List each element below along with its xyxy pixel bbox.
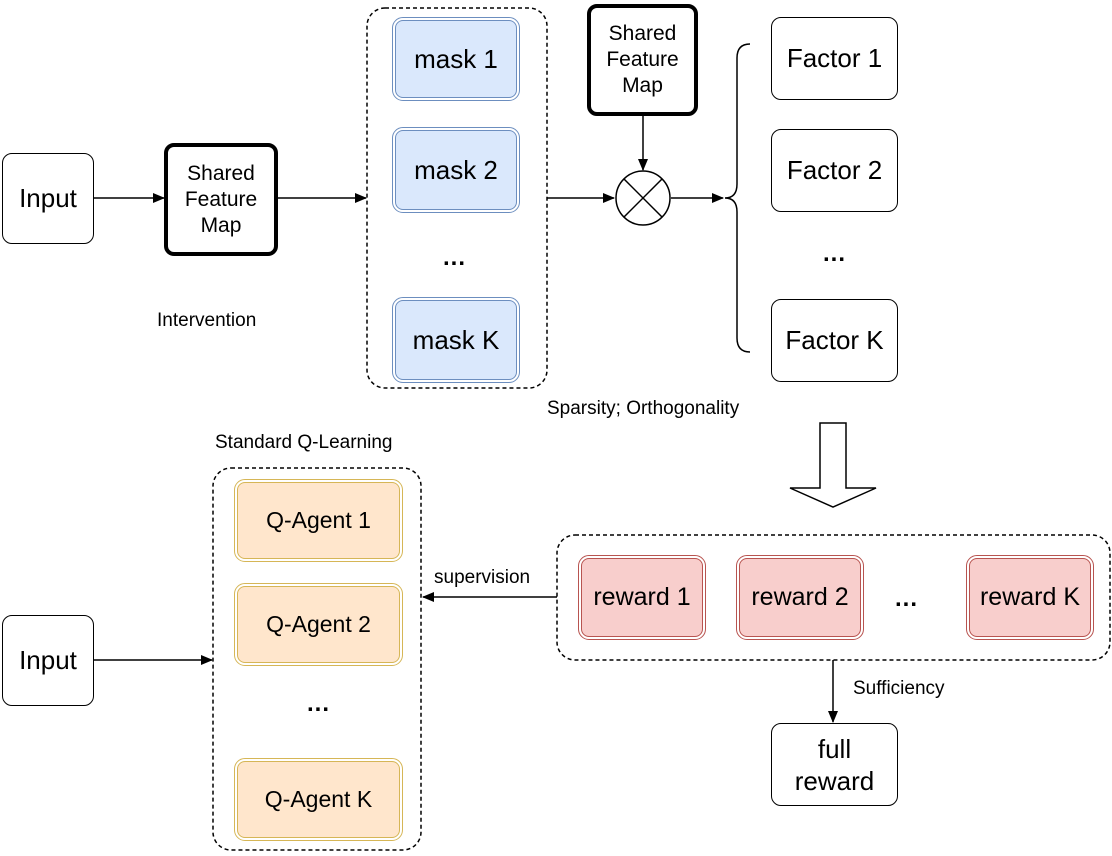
- q-agent-node-2: Q-Agent 2: [234, 583, 403, 666]
- factor-ellipsis: ...: [823, 240, 847, 267]
- factor-node-2: Factor 2: [771, 129, 898, 212]
- sufficiency-label: Sufficiency: [853, 678, 945, 699]
- big-down-arrow: [789, 422, 877, 508]
- factor-node-1: Factor 1: [771, 17, 898, 100]
- shared-feature-map-node: Shared Feature Map: [164, 143, 278, 256]
- input-node-top: Input: [2, 153, 94, 244]
- factor-brace: [724, 43, 751, 353]
- shared-feature-map-node-2: Shared Feature Map: [587, 4, 698, 116]
- full-reward-node: full reward: [771, 723, 898, 806]
- input-node-bottom: Input: [2, 615, 94, 706]
- reward-node-2: reward 2: [736, 555, 864, 640]
- intervention-label: Intervention: [157, 310, 257, 331]
- factor-node-k: Factor K: [771, 299, 898, 382]
- q-agent-node-k: Q-Agent K: [234, 758, 403, 841]
- sparsity-orthogonality-label: Sparsity; Orthogonality: [547, 398, 740, 419]
- standard-q-learning-label: Standard Q-Learning: [215, 432, 393, 453]
- supervision-label: supervision: [434, 567, 531, 588]
- q-agent-node-1: Q-Agent 1: [234, 479, 403, 562]
- mask-node-1: mask 1: [392, 17, 520, 101]
- mask-node-k: mask K: [392, 297, 520, 383]
- reward-ellipsis: ...: [895, 585, 919, 612]
- multiply-icon: [615, 170, 671, 226]
- mask-ellipsis: ...: [443, 244, 467, 271]
- mask-node-2: mask 2: [392, 127, 520, 213]
- q-agent-ellipsis: ...: [307, 690, 331, 717]
- reward-node-1: reward 1: [578, 555, 706, 640]
- q-agent-group-container: [212, 467, 422, 851]
- reward-node-k: reward K: [966, 555, 1094, 640]
